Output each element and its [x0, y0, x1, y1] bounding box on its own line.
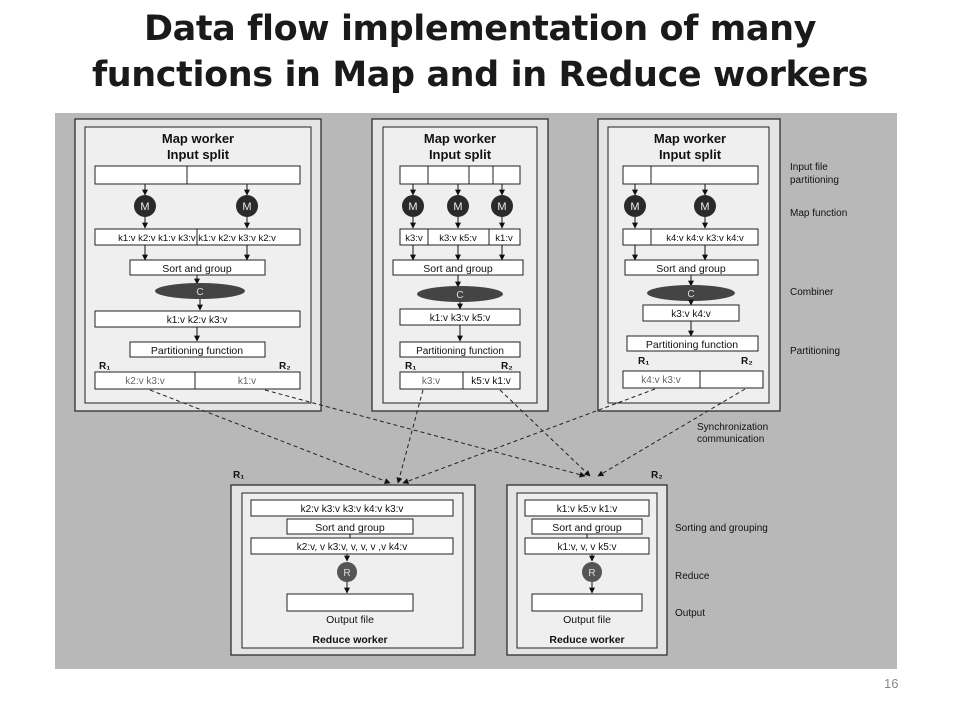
- stage-label-partitioning: Partitioning: [790, 346, 840, 357]
- reducer-2: [582, 562, 602, 582]
- map-worker-2-partition-r2: k5:v k1:v: [471, 376, 510, 387]
- map-worker-1-input-split-label: Input split: [167, 147, 230, 162]
- map-worker-1-r2-label: R₂: [279, 361, 291, 372]
- map-worker-2-map-output-1: k3:v: [405, 233, 423, 244]
- map-worker-1-partitioning-function: Partitioning function: [151, 345, 243, 357]
- map-worker-3-combined: k3:v k4:v: [671, 309, 710, 320]
- map-worker-3-map-output: k4:v k4:v k3:v k4:v: [666, 233, 744, 244]
- mapper-2b-label: M: [453, 201, 462, 213]
- combiner-2: [417, 286, 503, 302]
- mapper-1b: [236, 195, 258, 217]
- mapper-2c: [491, 195, 513, 217]
- map-worker-3-r1-label: R₁: [638, 356, 649, 367]
- map-worker-1-partition-r2: k1:v: [238, 376, 256, 387]
- combiner-3: [647, 285, 735, 301]
- reduce-worker-2-output-file: Output file: [563, 614, 611, 626]
- map-worker-1: Map worker Input split M M k1:v k2:v k1:…: [74, 118, 322, 412]
- reduce-worker-1-sort-group: Sort and group: [315, 522, 385, 534]
- map-worker-3-r2-label: R₂: [741, 356, 753, 367]
- map-worker-2-partition-r1: k3:v: [422, 376, 440, 387]
- reduce-worker-1: R₁ k2:v k3:v k3:v k4:v k3:v Sort and gro…: [230, 470, 476, 656]
- reducer-2-label: R: [588, 568, 595, 579]
- slide-title-line-2: functions in Map and in Reduce workers: [91, 55, 869, 95]
- reduce-worker-2: R₂ k1:v k5:v k1:v Sort and group k1:v, v…: [506, 470, 668, 656]
- map-worker-2-map-output-3: k1:v: [495, 233, 513, 244]
- stage-label-sync-2: communication: [697, 434, 764, 445]
- mapper-2c-label: M: [497, 201, 506, 213]
- map-worker-1-map-output: k1:v k2:v k1:v k3:v k1:v k2:v k3:v k2:v: [118, 233, 276, 244]
- map-worker-2-input-split-label: Input split: [429, 147, 492, 162]
- stage-label-input-partitioning-2: partitioning: [790, 175, 839, 186]
- map-worker-2: Map worker Input split M M M k3:v k3:v k…: [371, 118, 549, 412]
- shuffle-arrows: [149, 388, 746, 484]
- reduce-worker-1-partition-label: R₁: [233, 470, 244, 481]
- reduce-worker-2-sort-group: Sort and group: [552, 522, 622, 534]
- map-worker-1-sort-group: Sort and group: [162, 263, 232, 275]
- stage-label-output: Output: [675, 608, 705, 619]
- combiner-1: [155, 283, 245, 299]
- map-worker-3-input-split-label: Input split: [659, 147, 722, 162]
- stage-label-input-partitioning-1: Input file: [790, 162, 828, 173]
- combiner-1-label: C: [196, 287, 203, 298]
- mapper-1a-label: M: [140, 201, 149, 213]
- map-worker-2-combined: k1:v k3:v k5:v: [430, 313, 491, 324]
- mapper-3b: [694, 195, 716, 217]
- reduce-worker-2-title: Reduce worker: [549, 634, 624, 646]
- reduce-worker-2-grouped: k1:v, v, v k5:v: [557, 542, 616, 553]
- reduce-worker-1-output-file: Output file: [326, 614, 374, 626]
- map-worker-2-r2-label: R₂: [501, 361, 513, 372]
- map-worker-2-r1-label: R₁: [405, 361, 416, 372]
- reduce-worker-2-partition-label: R₂: [651, 470, 663, 481]
- map-worker-3-sort-group: Sort and group: [656, 263, 726, 275]
- map-worker-3: Map worker Input split M M k4:v k4:v k3:…: [597, 118, 781, 412]
- mapper-1a: [134, 195, 156, 217]
- reduce-worker-2-input: k1:v k5:v k1:v: [557, 504, 618, 515]
- map-worker-3-title: Map worker: [654, 131, 726, 146]
- reduce-worker-1-title: Reduce worker: [312, 634, 387, 646]
- reducer-1: [337, 562, 357, 582]
- map-worker-2-partitioning-function: Partitioning function: [416, 346, 504, 357]
- mapper-3a-label: M: [630, 201, 639, 213]
- map-worker-2-map-output-2: k3:v k5:v: [439, 233, 477, 244]
- map-worker-2-title: Map worker: [424, 131, 496, 146]
- combiner-2-label: C: [456, 290, 463, 301]
- map-worker-3-partition-r1: k4:v k3:v: [641, 375, 680, 386]
- mapper-2a-label: M: [408, 201, 417, 213]
- mapper-3b-label: M: [700, 201, 709, 213]
- mapper-3a: [624, 195, 646, 217]
- slide-title: Data flow implementation of many functio…: [0, 6, 960, 98]
- reduce-worker-1-grouped: k2:v, v k3:v, v, v, v ,v k4:v: [297, 542, 407, 553]
- reduce-worker-1-input: k2:v k3:v k3:v k4:v k3:v: [301, 504, 404, 515]
- map-worker-1-r1-label: R₁: [99, 361, 110, 372]
- stage-label-sorting-grouping: Sorting and grouping: [675, 523, 768, 534]
- stage-label-combiner: Combiner: [790, 287, 834, 298]
- slide-number: 16: [884, 676, 899, 691]
- mapper-1b-label: M: [242, 201, 251, 213]
- combiner-3-label: C: [687, 289, 694, 300]
- mapper-2a: [402, 195, 424, 217]
- dataflow-diagram: Map worker Input split M M k1:v k2:v k1:…: [55, 113, 897, 669]
- map-worker-3-partitioning-function: Partitioning function: [646, 339, 738, 351]
- map-worker-1-partition-r1: k2:v k3:v: [125, 376, 164, 387]
- reducer-1-label: R: [343, 568, 350, 579]
- stage-label-reduce: Reduce: [675, 571, 710, 582]
- stage-label-sync-1: Synchronization: [697, 422, 768, 433]
- map-worker-1-title: Map worker: [162, 131, 234, 146]
- map-worker-1-combined: k1:v k2:v k3:v: [167, 315, 228, 326]
- stage-labels: Input file partitioning Map function Com…: [675, 162, 847, 619]
- map-worker-2-sort-group: Sort and group: [423, 263, 493, 275]
- slide-title-line-1: Data flow implementation of many: [143, 9, 817, 49]
- mapper-2b: [447, 195, 469, 217]
- stage-label-map-function: Map function: [790, 208, 847, 219]
